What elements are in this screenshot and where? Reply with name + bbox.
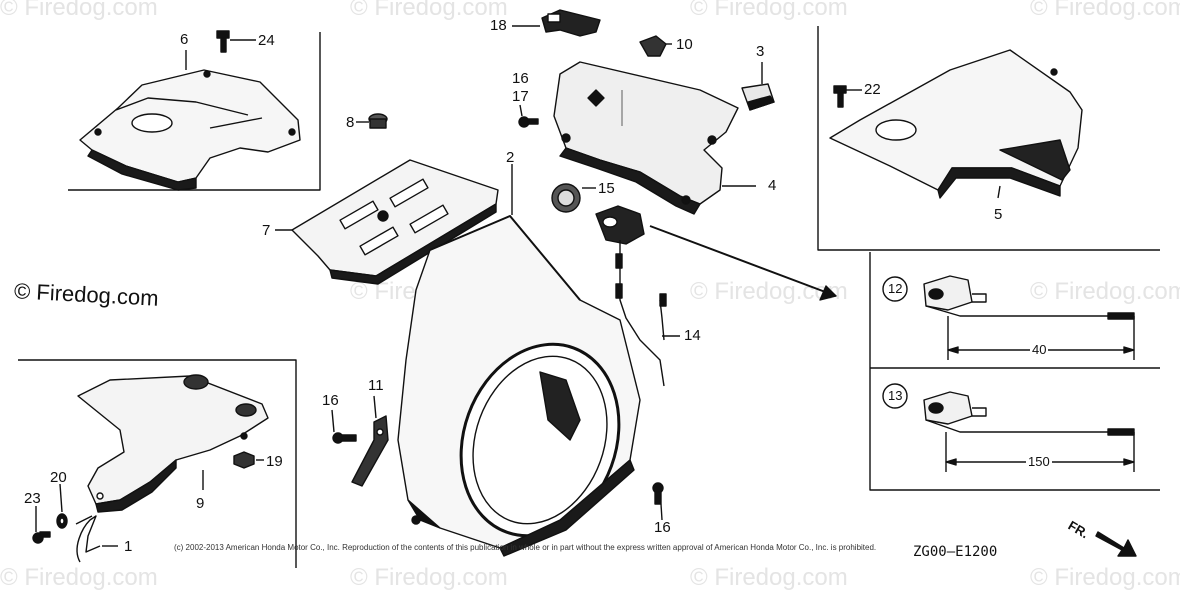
inset-number-12: 12 bbox=[888, 281, 903, 296]
copyright-notice: (c) 2002-2013 American Honda Motor Co., … bbox=[174, 543, 877, 552]
bolt-24 bbox=[216, 30, 230, 53]
bolt-23 bbox=[32, 531, 51, 544]
callout-3: 3 bbox=[756, 43, 765, 60]
frame-top-left bbox=[68, 32, 321, 191]
watermark-text: © Firedog.com bbox=[1030, 564, 1180, 591]
callout-14: 14 bbox=[684, 327, 701, 344]
watermark-text: © Firedog.com bbox=[690, 564, 848, 591]
watermark-text: © Firedog.com bbox=[690, 0, 848, 21]
callout-9: 9 bbox=[196, 495, 205, 512]
shroud-cover-5 bbox=[829, 49, 1083, 199]
diagram-code: ZG00—E1200 bbox=[913, 544, 998, 560]
clamp-18 bbox=[541, 9, 601, 37]
bracket-11 bbox=[351, 415, 389, 487]
callout-19: 19 bbox=[266, 453, 283, 470]
callout-16-left: 16 bbox=[322, 392, 339, 409]
grommet-8 bbox=[368, 113, 388, 129]
inset-switch-13 bbox=[882, 383, 1135, 472]
screw-16-17-top bbox=[518, 116, 539, 128]
callout-20: 20 bbox=[50, 469, 67, 486]
callout-17: 17 bbox=[512, 88, 529, 105]
callout-18: 18 bbox=[490, 17, 507, 34]
watermark-text: © Firedog.com bbox=[0, 564, 158, 591]
nut-19 bbox=[233, 451, 255, 469]
baffle-plate-9 bbox=[77, 374, 269, 513]
callout-2: 2 bbox=[506, 149, 515, 166]
callout-10: 10 bbox=[676, 36, 693, 53]
watermark-text: © Firedog.com bbox=[1030, 278, 1180, 305]
spring-clip-1 bbox=[75, 515, 101, 563]
inset-number-13: 13 bbox=[888, 388, 903, 403]
watermark-text: © Firedog.com bbox=[350, 0, 508, 21]
inset-switch-12 bbox=[882, 275, 1135, 360]
callout-15: 15 bbox=[598, 180, 615, 197]
clip-3 bbox=[741, 83, 775, 111]
guide-plate-7 bbox=[291, 159, 499, 285]
washer-20 bbox=[56, 513, 68, 529]
frame-top-right bbox=[817, 26, 1160, 251]
callout-16-top: 16 bbox=[512, 70, 529, 87]
callout-22: 22 bbox=[864, 81, 881, 98]
watermark-text: © Firedog.com bbox=[1030, 0, 1180, 21]
shroud-cover-6 bbox=[79, 69, 301, 191]
callout-8: 8 bbox=[346, 114, 355, 131]
frame-inset bbox=[869, 252, 1160, 491]
callout-11: 11 bbox=[368, 377, 384, 394]
bolt-22 bbox=[833, 85, 847, 108]
fan-cover-2 bbox=[397, 215, 641, 557]
watermark-text: © Firedog.com bbox=[0, 0, 158, 21]
bolt-16-left bbox=[332, 432, 357, 444]
bolt-16-bottom bbox=[652, 482, 664, 505]
frame-bottom-left bbox=[18, 359, 297, 568]
callout-4: 4 bbox=[768, 177, 777, 194]
callout-5: 5 bbox=[994, 206, 1003, 223]
callout-16-bottom: 16 bbox=[654, 519, 671, 536]
callout-23: 23 bbox=[24, 490, 41, 507]
dimension-40: 40 bbox=[1030, 342, 1049, 357]
front-direction-arrow bbox=[1095, 531, 1137, 557]
callout-24: 24 bbox=[258, 32, 275, 49]
watermark-text: © Firedog.com bbox=[350, 564, 508, 591]
callout-1: 1 bbox=[124, 538, 133, 555]
stop-switch-14 bbox=[595, 205, 667, 387]
shroud-cover-4 bbox=[553, 61, 739, 215]
callout-6: 6 bbox=[180, 31, 189, 48]
callout-7: 7 bbox=[262, 222, 271, 239]
dimension-150: 150 bbox=[1026, 454, 1052, 469]
clamp-10 bbox=[639, 35, 667, 57]
grommet-15 bbox=[551, 183, 581, 213]
